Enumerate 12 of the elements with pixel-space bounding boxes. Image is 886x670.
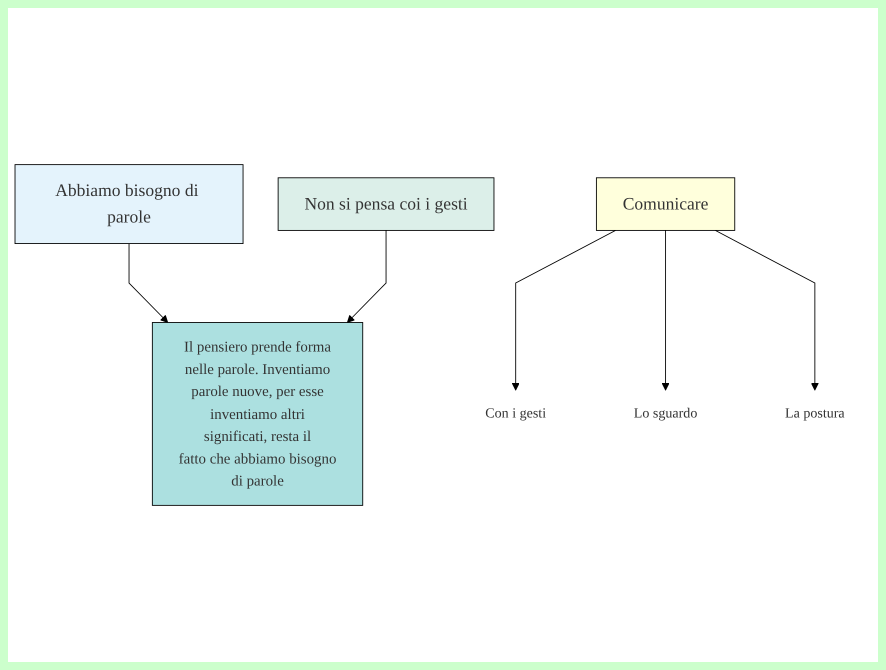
node-box: Abbiamo bisogno di parole [14,164,244,244]
node-text: Lo sguardo [634,406,698,421]
arrow [346,230,386,323]
node-box: Non si pensa coi i gesti [278,177,494,231]
node-box: Il pensiero prende forma nelle parole. Inventiamo parole nuove, per esse inventiamo altri significati, resta il fatto che abbiamo bisogno di parole [152,322,364,506]
node-box: Comunicare [596,177,736,231]
arrow [662,230,670,391]
arrow [128,243,168,323]
node-text: Con i gesti [485,406,546,421]
arrow [512,230,616,391]
arrow [714,230,819,391]
node-text: La postura [785,406,845,421]
